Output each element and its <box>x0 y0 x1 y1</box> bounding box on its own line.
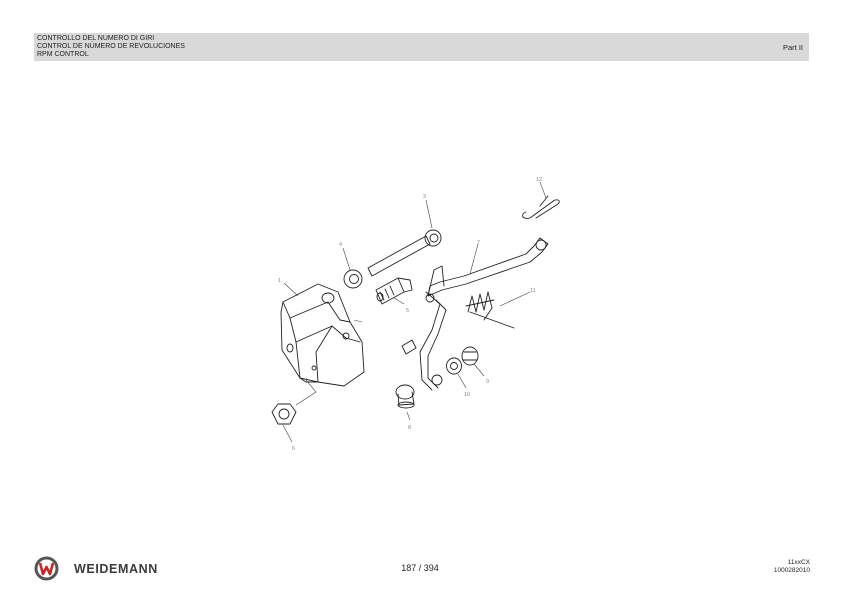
callout-1: 1 <box>278 278 281 284</box>
part-6-nut <box>271 403 297 425</box>
callout-10: 10 <box>464 392 470 398</box>
part-10-washer <box>446 357 462 375</box>
callout-8: 8 <box>408 425 411 431</box>
weidemann-logo-icon <box>34 556 59 581</box>
callout-numbers: 1 3 4 5 6 7 8 9 10 11 12 <box>278 177 542 452</box>
title-italian: CONTROLLO DEL NUMERO DI GIRI <box>37 35 155 42</box>
part-7-lever <box>401 237 549 391</box>
part-12-clip <box>522 195 560 219</box>
part-1-housing <box>280 283 365 387</box>
part-8-bolt <box>395 384 415 409</box>
callout-11: 11 <box>530 288 536 294</box>
title-english: RPM CONTROL <box>37 51 89 58</box>
callout-7: 7 <box>477 240 480 246</box>
callout-5: 5 <box>406 308 409 314</box>
page-number: 187 / 394 <box>401 563 439 573</box>
document-number: 1000282010 <box>773 567 810 574</box>
part-11-spring <box>465 291 515 329</box>
brand-name: WEIDEMANN <box>74 562 158 576</box>
model-code: 11xxCX <box>787 559 810 566</box>
part-label: Part II <box>782 43 803 52</box>
part-5-threaded-switch <box>375 277 413 305</box>
callout-3: 3 <box>423 194 426 200</box>
title-spanish: CONTROL DE NÚMERO DE REVOLUCIONES <box>37 43 185 50</box>
page-header: CONTROLLO DEL NUMERO DI GIRI CONTROL DE … <box>34 33 809 61</box>
header-titles: CONTROLLO DEL NUMERO DI GIRI CONTROL DE … <box>37 35 185 59</box>
model-info: 11xxCX 1000282010 <box>774 559 810 575</box>
callout-9: 9 <box>486 379 489 385</box>
part-3-bolt <box>367 229 442 277</box>
part-9-cap-nut <box>461 346 479 366</box>
callout-6: 6 <box>292 446 295 452</box>
part-4-washer <box>343 269 363 289</box>
callout-12: 12 <box>536 177 542 183</box>
leader-lines <box>282 181 547 443</box>
callout-4: 4 <box>339 242 342 248</box>
